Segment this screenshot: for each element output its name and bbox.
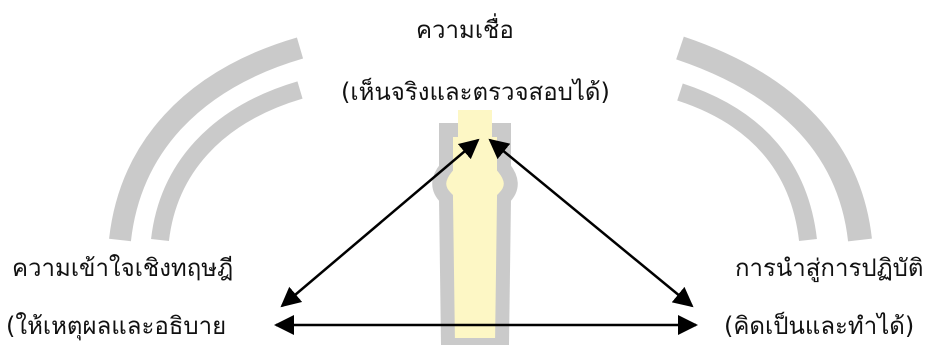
watermark-right-arc-inner [677, 83, 817, 242]
left-node-title: ความเข้าใจเชิงทฤษฎี [12, 254, 234, 282]
watermark-left-arc-inner [151, 81, 303, 242]
right-node-subtitle: (คิดเป็นและทำได้) [724, 312, 915, 340]
watermark-left-arc-outer [109, 37, 304, 242]
left-node-subtitle: (ให้เหตุผลและอธิบาย [6, 312, 227, 340]
watermark-right-arc-outer [676, 36, 872, 242]
top-node-subtitle: (เห็นจริงและตรวจสอบได้) [341, 78, 610, 106]
arrow-top-left [280, 138, 480, 308]
watermark-center-cap [458, 110, 492, 140]
top-node-title: ความเชื่อ [416, 16, 514, 44]
arrow-top-right [488, 138, 694, 308]
right-node-title: การนำสู่การปฏิบัติ [735, 254, 924, 282]
